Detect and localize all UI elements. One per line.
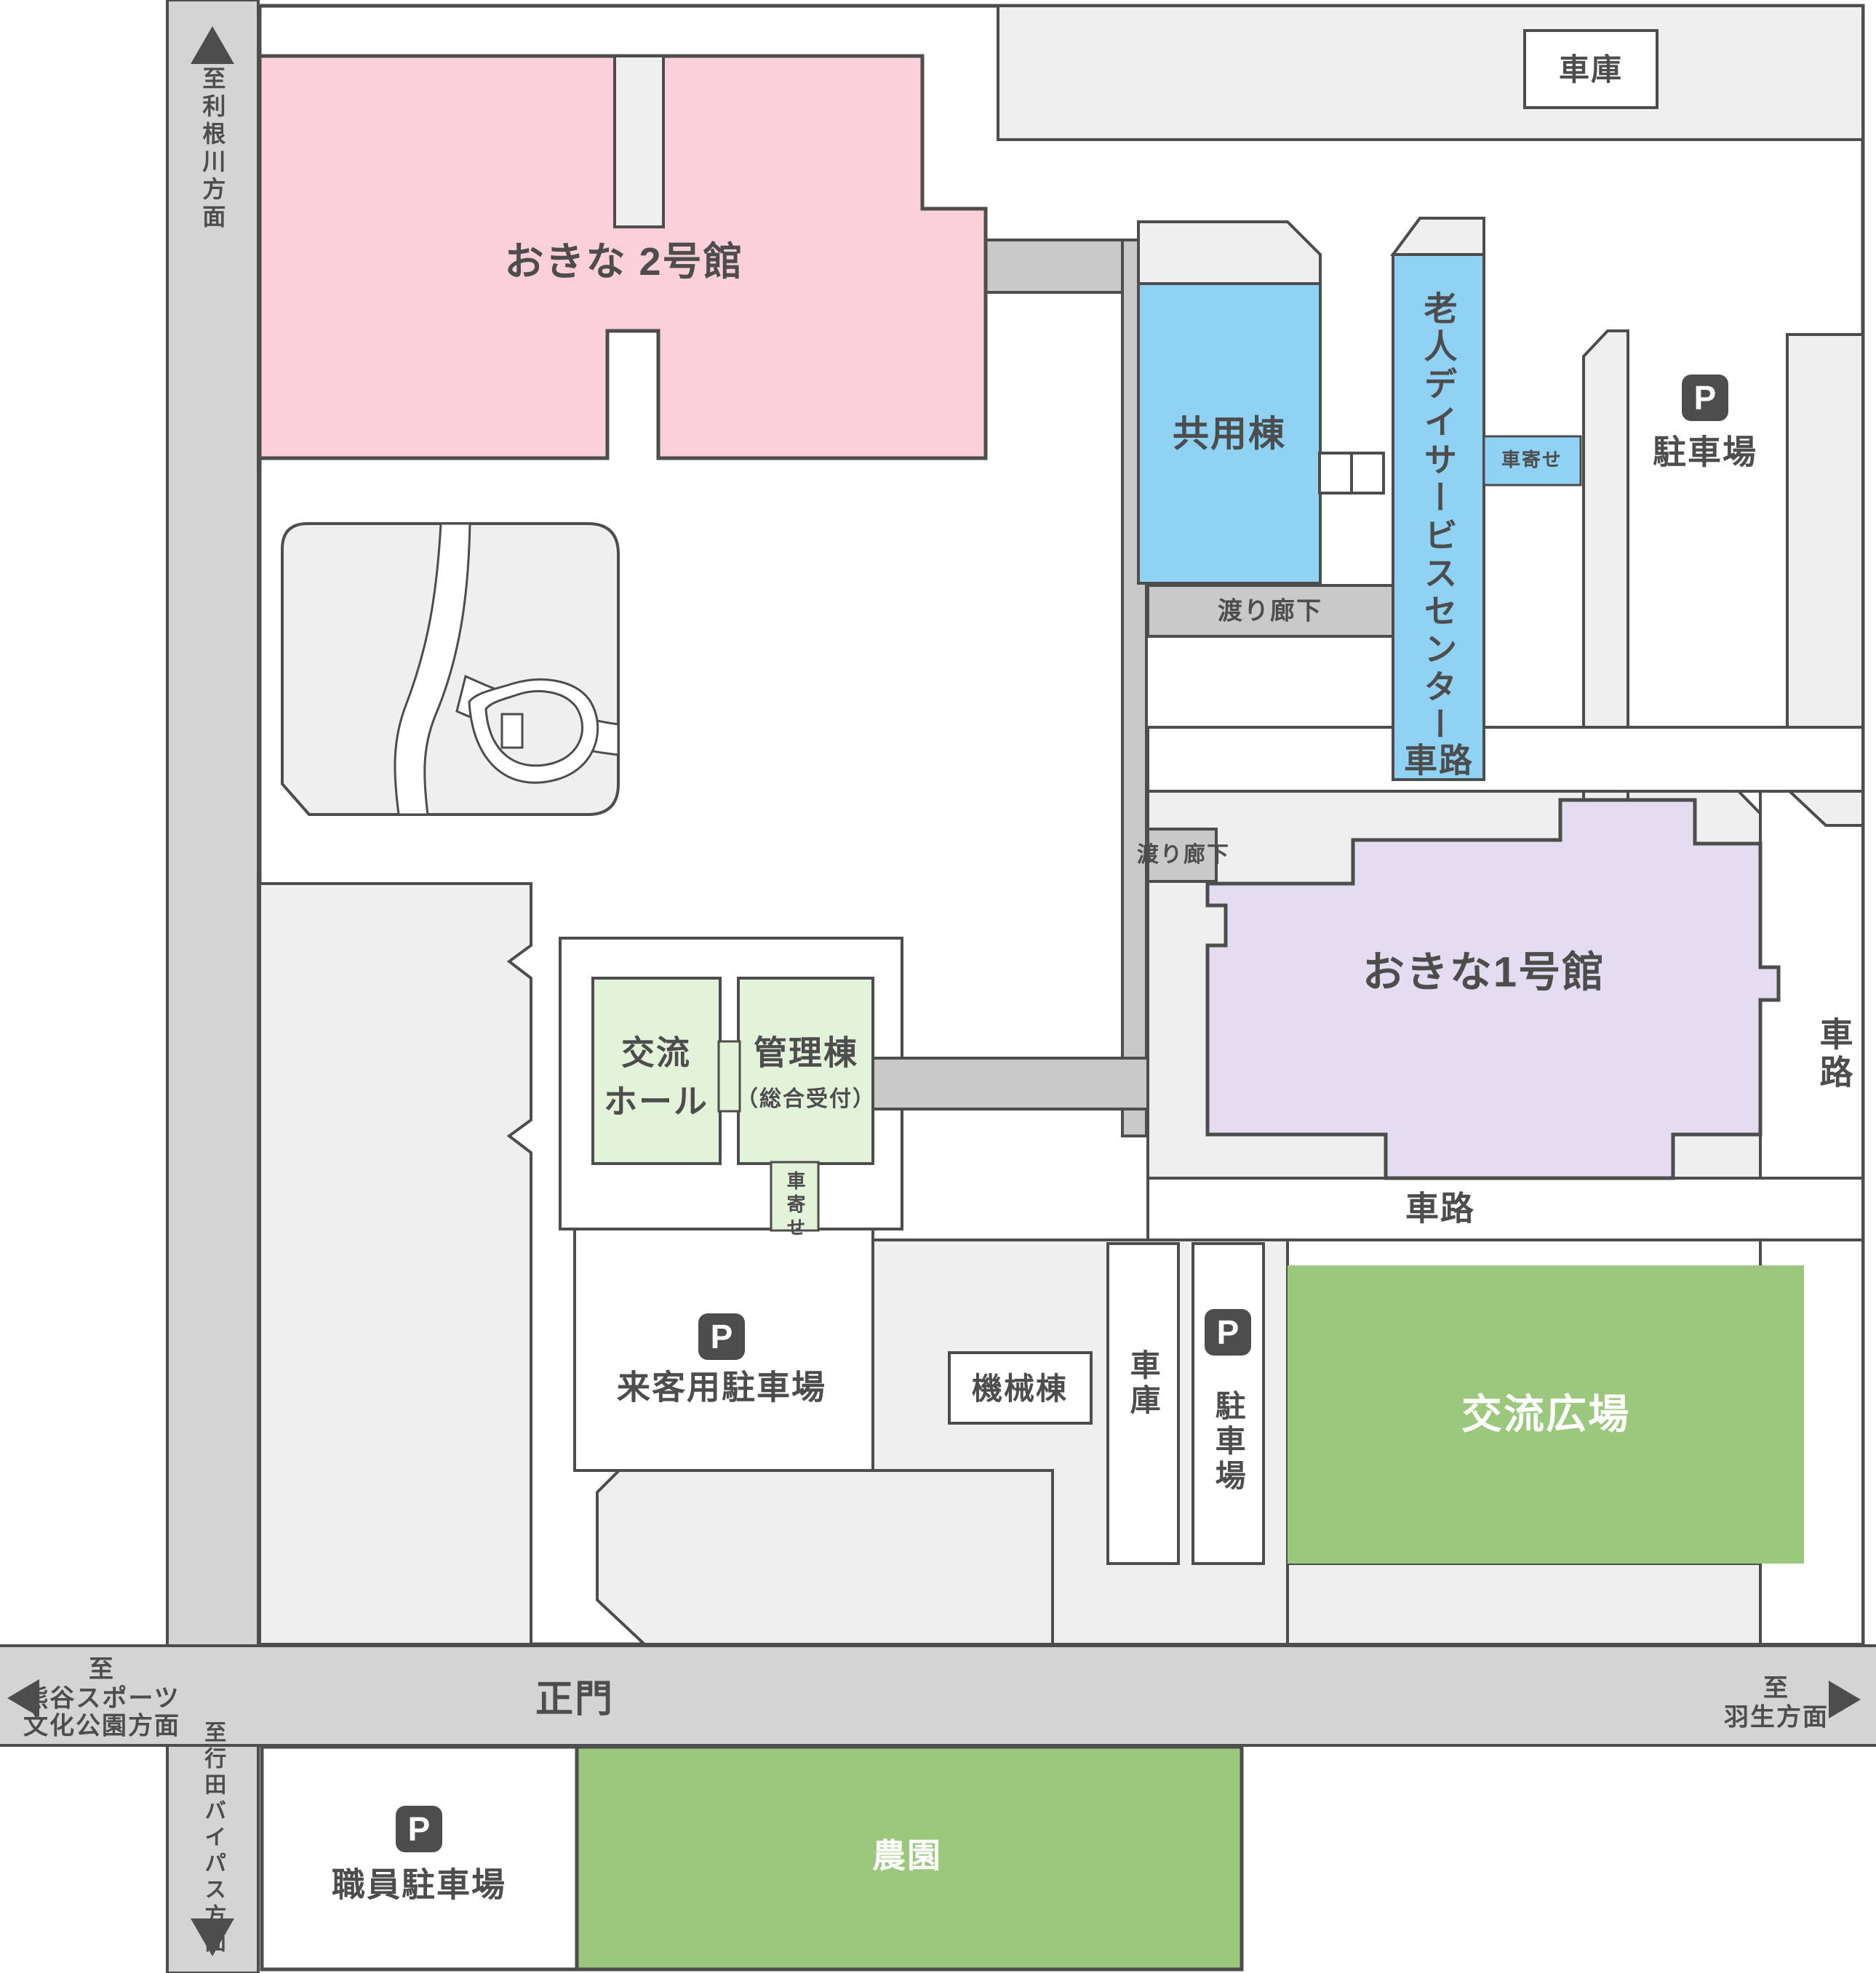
area-right-margin-strip [1786, 333, 1864, 827]
area-nouen [575, 1745, 1244, 1972]
label-koryu-hall-2: ホール [604, 1082, 709, 1121]
label-koryu-hiroba: 交流広場 [1461, 1390, 1630, 1437]
parking-icon-staff: P [396, 1806, 442, 1852]
arrow-down-icon [191, 1918, 234, 1956]
label-to-kumagaya-2: 熊谷スポーツ [23, 1684, 180, 1713]
label-watari-roka-1: 渡り廊下 [1218, 597, 1322, 625]
strip-parking [1192, 1242, 1265, 1565]
label-staff-parking: 職員駐車場 [332, 1865, 506, 1904]
corridor-watari-2 [1146, 828, 1218, 883]
label-to-hanyu-2: 羽生方面 [1724, 1703, 1829, 1732]
building-day-service [1392, 253, 1485, 781]
building-koryu-hall [591, 977, 722, 1165]
road-vertical [166, 0, 260, 1973]
area-top-right-band [997, 4, 1864, 141]
area-koryu-hiroba [1288, 1265, 1804, 1564]
area-center-island [596, 1469, 1054, 1646]
label-visitor-parking: 来客用駐車場 [617, 1368, 826, 1406]
label-kanrito: 管理棟 [754, 1033, 858, 1072]
label-sharo-bottom: 車路 [1405, 1189, 1475, 1228]
corridor-to-kanrito [871, 1057, 1149, 1110]
road-horizontal [0, 1644, 1876, 1747]
label-to-gyoda: 至行田バイパス方面 [201, 1721, 225, 1956]
label-kyoyoto: 共用棟 [1173, 413, 1286, 455]
parking-icon-visitor: P [698, 1313, 745, 1360]
label-sharo-right: 車路 [1815, 1017, 1853, 1092]
building-kanrito-porch [770, 1161, 820, 1232]
label-okina1: おきな1号館 [1362, 948, 1606, 996]
building-kyoyoto [1137, 282, 1322, 585]
area-west-yard [258, 882, 532, 1646]
building-day-service-porch [1482, 435, 1582, 487]
parking-icon-strip: P [1205, 1309, 1251, 1356]
park-path-north-south [394, 522, 471, 816]
parking-icon-top: P [1682, 375, 1728, 421]
area-south-east-strip [1286, 1562, 1805, 1646]
lane-sharo-bottom [1146, 1177, 1864, 1241]
building-okina2-notch [613, 55, 665, 228]
building-okina1 [1205, 798, 1781, 1180]
label-garage-strip: 車庫 [1126, 1349, 1161, 1419]
label-to-hanyu-1: 至 [1763, 1674, 1789, 1702]
label-sharo-top: 車路 [1404, 741, 1474, 780]
label-parking-top: 駐車場 [1653, 433, 1757, 471]
corridor-watari-1 [1146, 584, 1394, 638]
arrow-right-icon [1829, 1681, 1861, 1718]
label-to-kumagaya-1: 至 [89, 1655, 115, 1684]
arrow-left-icon [7, 1679, 39, 1717]
building-machine [948, 1351, 1093, 1425]
label-kikaito: 機械棟 [971, 1371, 1069, 1406]
label-seimon: 正門 [535, 1678, 615, 1721]
label-kurumayose-kanri: 車寄せ [783, 1171, 806, 1241]
label-rojin-day-service: 老人デイサービスセンター [1419, 291, 1458, 745]
label-garage-top: 車庫 [1558, 52, 1624, 87]
label-to-tonegawa: 至利根川方面 [199, 66, 226, 232]
label-okina2: おきな 2号館 [504, 239, 744, 284]
building-kanrito [737, 977, 874, 1165]
building-green-connector [717, 1040, 741, 1113]
label-kurumayose-day: 車寄せ [1501, 449, 1563, 471]
label-to-kumagaya-3: 文化公園方面 [23, 1712, 180, 1740]
label-watari-roka-2: 渡り廊下 [1137, 842, 1230, 867]
building-garage-top [1523, 29, 1659, 109]
building-okina2 [258, 54, 988, 460]
lane-sharo-top [1146, 726, 1864, 793]
label-parking-strip: 駐車場 [1211, 1390, 1246, 1494]
park-monument [500, 713, 524, 749]
strip-garage [1106, 1242, 1180, 1565]
label-sogo-uketsuke: （総合受付） [736, 1086, 876, 1111]
label-koryu-hall-1: 交流 [621, 1033, 691, 1072]
label-nouen: 農園 [872, 1836, 942, 1875]
cap-kyoyoto [1137, 220, 1322, 285]
arrow-up-icon [191, 26, 234, 64]
